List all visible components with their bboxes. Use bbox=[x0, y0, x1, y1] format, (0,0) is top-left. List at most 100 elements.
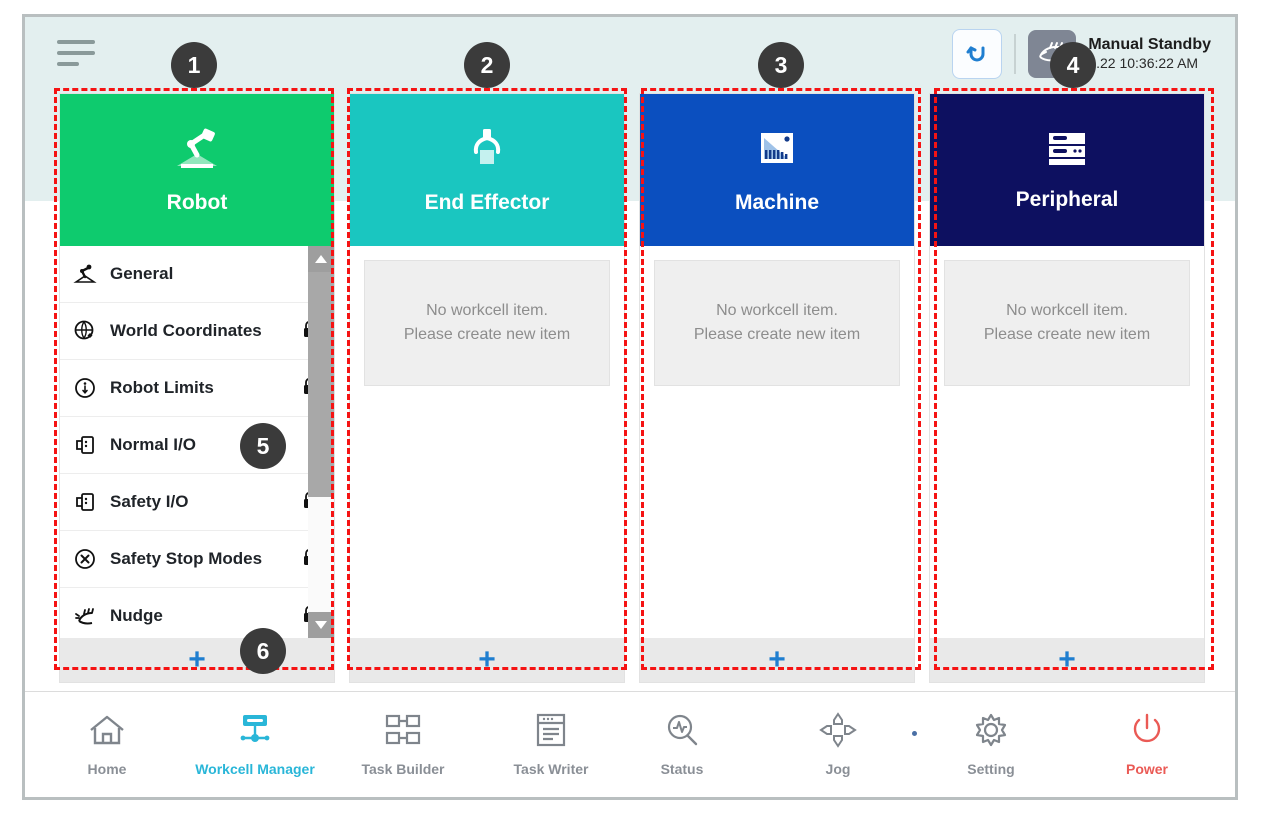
nav-item-setting[interactable]: Setting bbox=[943, 712, 1039, 777]
list-item-general[interactable]: General bbox=[60, 246, 334, 303]
status-text-block: Manual Standby 2.22 10:36:22 AM bbox=[1088, 35, 1211, 73]
peripheral-rack-icon bbox=[1044, 129, 1090, 174]
hamburger-line bbox=[57, 40, 95, 44]
nav-label: Power bbox=[1125, 761, 1168, 777]
list-item-label: Robot Limits bbox=[110, 378, 214, 397]
empty-state-end-effector: No workcell item. Please create new item bbox=[364, 260, 610, 386]
hamburger-menu-icon[interactable] bbox=[57, 33, 103, 73]
list-item-nudge[interactable]: Nudge bbox=[60, 588, 334, 638]
workcell-card-machine: Machine No workcell item. Please create … bbox=[639, 93, 915, 683]
workcell-card-peripheral: Peripheral No workcell item. Please crea… bbox=[929, 93, 1205, 683]
stop-x-icon bbox=[72, 546, 98, 572]
manual-hand-icon bbox=[1028, 30, 1077, 78]
machine-icon bbox=[754, 126, 800, 177]
task-writer-document-icon bbox=[531, 712, 571, 753]
plus-icon: + bbox=[188, 643, 206, 676]
workcell-card-end-effector: End Effector No workcell item. Please cr… bbox=[349, 93, 625, 683]
card-body-peripheral: No workcell item. Please create new item bbox=[930, 246, 1204, 638]
status-cluster: Manual Standby 2.22 10:36:22 AM bbox=[952, 29, 1211, 79]
scroll-up-icon[interactable] bbox=[308, 246, 334, 272]
hamburger-line bbox=[57, 62, 79, 66]
list-item-safety-io[interactable]: Safety I/O bbox=[60, 474, 334, 531]
nudge-hand-icon bbox=[72, 603, 98, 629]
empty-line-1: No workcell item. bbox=[1006, 302, 1128, 319]
gear-icon bbox=[971, 712, 1011, 753]
card-body-robot: General World Coordinates bbox=[60, 246, 334, 638]
scroll-down-icon[interactable] bbox=[308, 612, 334, 638]
add-peripheral-item-button[interactable]: + bbox=[930, 638, 1204, 682]
empty-line-2: Please create new item bbox=[693, 326, 861, 343]
list-item-label: Safety I/O bbox=[110, 492, 189, 511]
power-icon bbox=[1127, 712, 1167, 753]
add-end-effector-item-button[interactable]: + bbox=[350, 638, 624, 682]
card-header-robot[interactable]: Robot bbox=[60, 94, 334, 246]
nav-label: Workcell Manager bbox=[195, 761, 315, 777]
nav-label: Jog bbox=[825, 761, 851, 777]
jog-dpad-icon bbox=[818, 712, 858, 753]
robot-arm-icon bbox=[171, 126, 223, 177]
nav-right-group: Status Jog bbox=[634, 712, 1235, 777]
nav-separator-dot bbox=[912, 731, 917, 736]
nav-label: Task Writer bbox=[513, 761, 589, 777]
limits-circle-icon bbox=[72, 375, 98, 401]
nav-label: Setting bbox=[967, 761, 1015, 777]
hamburger-line bbox=[57, 51, 95, 55]
nav-item-task-builder[interactable]: Task Builder bbox=[355, 712, 451, 777]
rotate-refresh-icon[interactable] bbox=[952, 29, 1003, 79]
add-robot-item-button[interactable]: + bbox=[60, 638, 334, 682]
device-frame: Manual Standby 2.22 10:36:22 AM Robot bbox=[22, 14, 1238, 800]
nav-item-status[interactable]: Status bbox=[634, 712, 730, 777]
nav-label: Task Builder bbox=[361, 761, 445, 777]
scrollbar-thumb[interactable] bbox=[308, 272, 334, 497]
list-scrollbar[interactable] bbox=[308, 246, 334, 638]
plus-icon: + bbox=[768, 643, 786, 676]
task-builder-blocks-icon bbox=[383, 712, 423, 753]
list-item-safety-stop-modes[interactable]: Safety Stop Modes bbox=[60, 531, 334, 588]
gripper-icon bbox=[464, 126, 510, 177]
card-title-robot: Robot bbox=[166, 190, 228, 214]
nav-item-task-writer[interactable]: Task Writer bbox=[503, 712, 599, 777]
empty-line-1: No workcell item. bbox=[426, 302, 548, 319]
list-item-label: General bbox=[110, 264, 174, 283]
workcell-cards-row: Robot General bbox=[59, 93, 1205, 683]
nav-item-workcell-manager[interactable]: Workcell Manager bbox=[195, 712, 315, 777]
home-icon bbox=[87, 712, 127, 753]
empty-line-1: No workcell item. bbox=[716, 302, 838, 319]
card-body-end-effector: No workcell item. Please create new item bbox=[350, 246, 624, 638]
nav-item-power[interactable]: Power bbox=[1099, 712, 1195, 777]
nav-label: Home bbox=[87, 761, 127, 777]
nav-item-home[interactable]: Home bbox=[59, 712, 155, 777]
header-divider bbox=[1014, 34, 1017, 74]
list-item-world-coordinates[interactable]: World Coordinates bbox=[60, 303, 334, 360]
card-header-end-effector[interactable]: End Effector bbox=[350, 94, 624, 246]
workcell-node-icon bbox=[235, 712, 275, 753]
card-header-machine[interactable]: Machine bbox=[640, 94, 914, 246]
empty-line-2: Please create new item bbox=[983, 326, 1151, 343]
empty-state-peripheral: No workcell item. Please create new item bbox=[944, 260, 1190, 386]
nav-item-jog[interactable]: Jog bbox=[790, 712, 886, 777]
list-item-label: Nudge bbox=[110, 606, 163, 625]
card-title-machine: Machine bbox=[734, 190, 820, 214]
add-machine-item-button[interactable]: + bbox=[640, 638, 914, 682]
card-title-peripheral: Peripheral bbox=[1015, 187, 1119, 211]
card-header-peripheral[interactable]: Peripheral bbox=[930, 94, 1204, 246]
globe-coordinates-icon bbox=[72, 318, 98, 344]
robot-arm-icon bbox=[72, 261, 98, 287]
status-mode-label: Manual Standby bbox=[1088, 36, 1211, 54]
list-item-robot-limits[interactable]: Robot Limits bbox=[60, 360, 334, 417]
plus-icon: + bbox=[478, 643, 496, 676]
status-magnifier-icon bbox=[662, 712, 702, 753]
list-item-label: Safety Stop Modes bbox=[110, 549, 263, 568]
empty-state-machine: No workcell item. Please create new item bbox=[654, 260, 900, 386]
card-body-machine: No workcell item. Please create new item bbox=[640, 246, 914, 638]
card-title-end-effector: End Effector bbox=[424, 190, 550, 214]
workcell-card-robot: Robot General bbox=[59, 93, 335, 683]
nav-label: Status bbox=[660, 761, 704, 777]
status-datetime-label: 2.22 10:36:22 AM bbox=[1088, 55, 1199, 72]
empty-line-2: Please create new item bbox=[403, 326, 571, 343]
io-connector-icon bbox=[72, 432, 98, 458]
bottom-navigation-bar: Home Workcell Manager bbox=[25, 691, 1235, 797]
list-item-normal-io[interactable]: Normal I/O bbox=[60, 417, 334, 474]
robot-settings-list: General World Coordinates bbox=[60, 246, 334, 638]
io-connector-icon bbox=[72, 489, 98, 515]
